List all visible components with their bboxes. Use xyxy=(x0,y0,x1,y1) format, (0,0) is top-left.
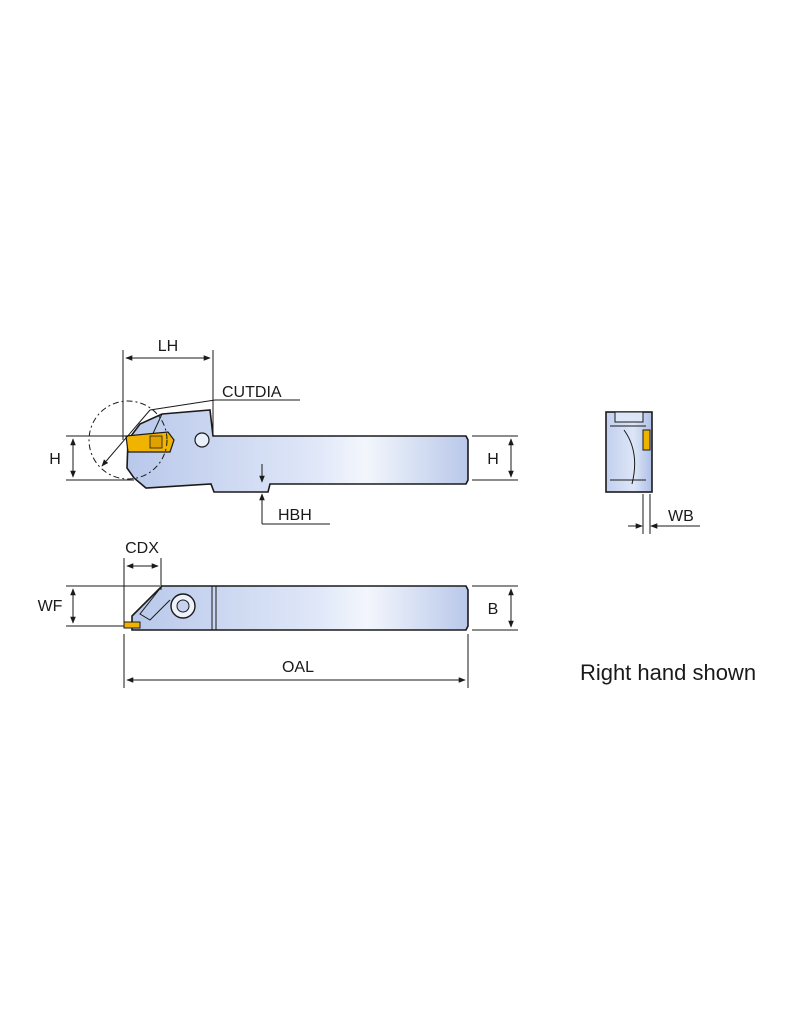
hbh-label: HBH xyxy=(278,507,312,524)
cutdia-circle xyxy=(88,400,168,480)
end-view-clamp xyxy=(614,411,644,423)
clamp-screw xyxy=(194,432,210,448)
lh-label: LH xyxy=(158,338,178,355)
plan-view-clamp-edge xyxy=(139,585,171,621)
orientation-caption: Right hand shown xyxy=(580,660,756,685)
end-view: WB xyxy=(605,411,700,534)
h-left-label: H xyxy=(49,451,61,468)
plan-view: CDX WF B OAL xyxy=(38,540,518,688)
end-view-insert xyxy=(642,429,651,451)
b-label: B xyxy=(488,601,499,618)
wb-label: WB xyxy=(668,508,694,525)
oal-label: OAL xyxy=(282,659,314,676)
insert-pocket xyxy=(149,435,163,449)
cutdia-label: CUTDIA xyxy=(222,384,282,401)
wf-label: WF xyxy=(38,598,63,615)
side-view-body xyxy=(126,409,469,493)
plan-view-insert xyxy=(123,621,141,629)
cutdia-leader xyxy=(149,399,300,411)
end-view-curve xyxy=(623,429,636,485)
cutdia-diameter-line xyxy=(101,409,151,467)
side-view: CUTDIA LH H H HBH xyxy=(49,338,518,525)
cdx-label: CDX xyxy=(125,540,159,557)
plan-view-screw-hex xyxy=(176,599,190,613)
h-right-label: H xyxy=(487,451,499,468)
